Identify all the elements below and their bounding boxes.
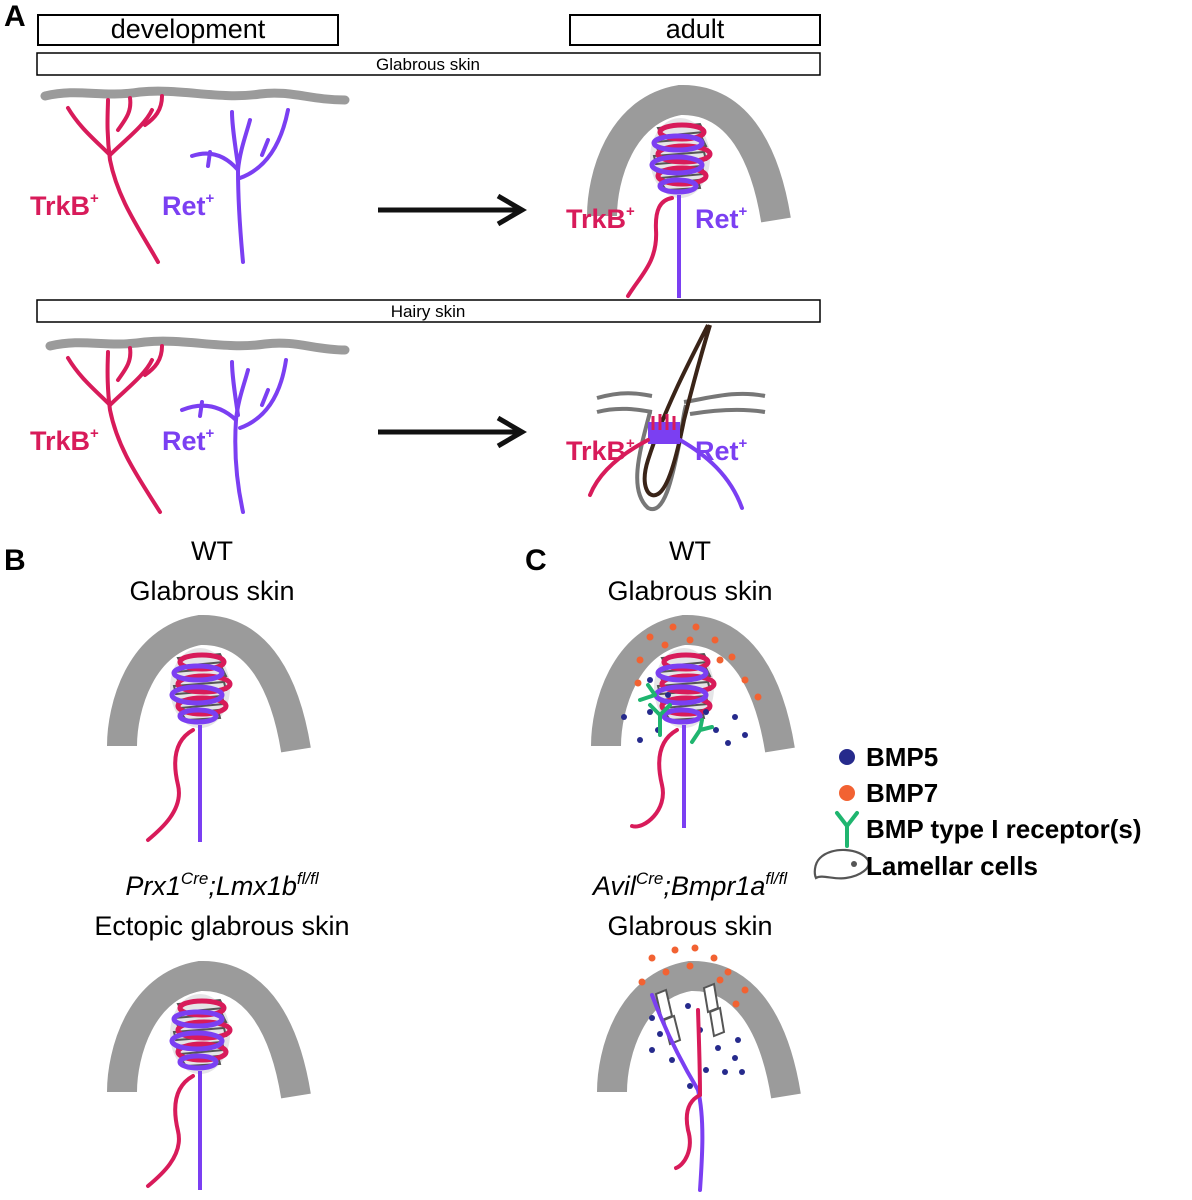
panel-c-bottom-title-2: Glabrous skin — [607, 911, 772, 941]
legend-receptor-label: BMP type I receptor(s) — [866, 814, 1141, 844]
glabrous-skin-header-label: Glabrous skin — [376, 55, 480, 74]
panel-c-mutant-lamellar-cells — [654, 982, 726, 1046]
panel-c-mutant-bmp7-dots — [638, 944, 749, 1008]
panel-c-top-title-2: Glabrous skin — [607, 576, 772, 606]
legend-bmp7-swatch — [839, 785, 855, 801]
arrow-glabrous — [378, 193, 527, 227]
epidermis-line-glabrous-dev — [40, 86, 350, 105]
panel-b-bottom-genotype: Prx1Cre;Lmx1bfl/fl — [125, 869, 319, 901]
hairy-skin-header-label: Hairy skin — [391, 302, 466, 321]
panel-letter-b: B — [4, 544, 26, 577]
panel-letter-a: A — [4, 0, 26, 33]
trkb-label-glabrous-adult: TrkB+ — [566, 203, 635, 234]
adult-glabrous-corpuscle — [602, 100, 776, 220]
trkb-axon-hairy-adult — [588, 438, 650, 497]
trkb-axon-glabrous-dev — [66, 94, 164, 264]
panel-c-wt-trkb-axon — [630, 728, 679, 829]
ret-label-glabrous-adult: Ret+ — [695, 203, 748, 234]
arrow-hairy — [378, 415, 527, 449]
panel-b-top-title-2: Glabrous skin — [129, 576, 294, 606]
panel-c-bottom-genotype: AvilCre;Bmpr1afl/fl — [591, 869, 788, 901]
panel-c-mutant-ret-axon — [650, 993, 705, 1192]
panel-c-wt-receptors — [638, 683, 714, 744]
development-label: development — [111, 14, 266, 44]
development-box — [37, 14, 339, 46]
ret-label-hairy-dev: Ret+ — [162, 425, 215, 456]
panel-b-wt-corpuscle — [122, 630, 296, 750]
panel-c-mutant-bmp5-dots — [649, 1003, 745, 1089]
legend-bmp5-swatch — [839, 749, 855, 765]
legend-lamellar-label: Lamellar cells — [866, 851, 1038, 881]
ret-axon-glabrous-dev — [190, 108, 290, 264]
trkb-label-hairy-adult: TrkB+ — [566, 435, 635, 466]
panel-b-ectopic-corpuscle — [122, 976, 296, 1096]
panel-b-top-title-1: WT — [191, 536, 233, 566]
panel-c-top-title-1: WT — [669, 536, 711, 566]
adult-box — [569, 14, 821, 46]
trkb-axon-hairy-dev — [66, 344, 164, 514]
ret-axon-hairy-adult — [678, 438, 744, 510]
panel-c-mutant-trkb-axon — [674, 1008, 703, 1170]
panel-c-wt-bmp7-dots — [634, 623, 762, 701]
legend-receptor-icon — [835, 811, 859, 848]
legend-lamellar-icon — [813, 848, 870, 880]
legend-bmp5-label: BMP5 — [866, 742, 938, 772]
epidermis-line-hairy-dev — [45, 336, 350, 355]
ret-label-glabrous-dev: Ret+ — [162, 190, 215, 221]
hairy-skin-header — [36, 299, 821, 323]
ret-axon-hairy-dev — [180, 358, 288, 514]
panel-letter-c: C — [525, 544, 547, 577]
panel-c-wt-corpuscle — [606, 630, 780, 750]
legend: BMP5 BMP7 BMP type I receptor(s) Lamella… — [813, 742, 1141, 881]
ret-label-hairy-adult: Ret+ — [695, 435, 748, 466]
trkb-axon-glabrous-adult — [626, 196, 674, 298]
panel-b-wt-trkb-axon — [146, 728, 195, 842]
glabrous-skin-header — [36, 52, 821, 76]
trkb-label-hairy-dev: TrkB+ — [30, 425, 99, 456]
trkb-label-glabrous-dev: TrkB+ — [30, 190, 99, 221]
adult-hair-follicle — [596, 324, 766, 512]
panel-b-ectopic-trkb-axon — [146, 1074, 195, 1188]
adult-label: adult — [666, 14, 725, 44]
panel-b-bottom-title-2: Ectopic glabrous skin — [94, 911, 349, 941]
legend-bmp7-label: BMP7 — [866, 778, 938, 808]
